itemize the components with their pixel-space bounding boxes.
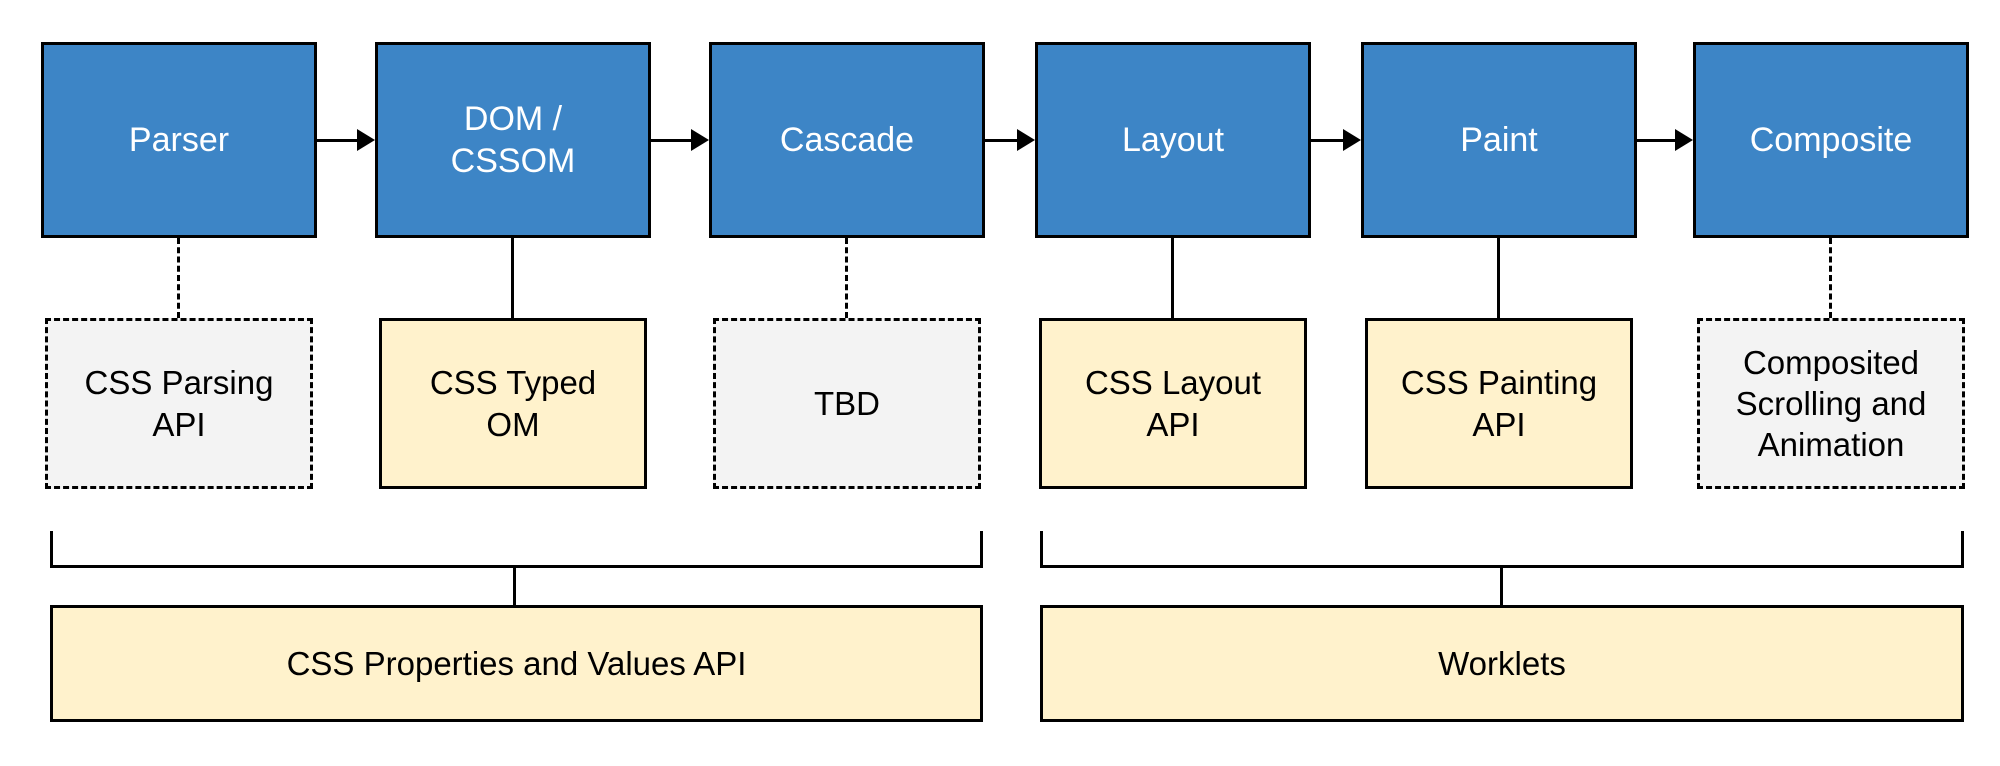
connector-dom-typed-om xyxy=(511,238,514,318)
api-box-css-layout: CSS Layout API xyxy=(1039,318,1307,489)
arrow-head-icon xyxy=(1343,129,1361,151)
bracket-stem xyxy=(513,568,516,605)
api-label-css-typed-om: CSS Typed OM xyxy=(429,364,597,443)
stage-label-layout: Layout xyxy=(1121,120,1225,159)
api-label-tbd: TBD xyxy=(814,384,880,422)
arrow-shaft xyxy=(651,138,695,142)
arrow-shaft xyxy=(1311,138,1347,142)
stage-box-paint: Paint xyxy=(1361,42,1637,238)
stage-box-cascade: Cascade xyxy=(709,42,985,238)
arrow-shaft xyxy=(985,138,1021,142)
bracket-tick xyxy=(980,531,983,568)
stage-label-composite: Composite xyxy=(1749,120,1913,159)
connector-cascade-tbd xyxy=(845,238,848,318)
arrow-head-icon xyxy=(691,129,709,151)
arrow-head-icon xyxy=(1017,129,1035,151)
api-box-css-painting: CSS Painting API xyxy=(1365,318,1633,489)
bracket-tick xyxy=(50,531,53,568)
stage-label-parser: Parser xyxy=(128,120,230,159)
stage-label-paint: Paint xyxy=(1460,120,1538,159)
stage-box-parser: Parser xyxy=(41,42,317,238)
bracket-tick xyxy=(1961,531,1964,568)
group-box-properties-values-api: CSS Properties and Values API xyxy=(50,605,983,722)
api-box-css-typed-om: CSS Typed OM xyxy=(379,318,647,489)
arrow-head-icon xyxy=(1675,129,1693,151)
stage-label-dom-cssom: DOM / CSSOM xyxy=(450,99,576,181)
flow-arrow-parser-to-dom xyxy=(317,129,375,151)
arrow-shaft xyxy=(317,138,361,142)
bracket-tick xyxy=(1040,531,1043,568)
flow-arrow-paint-to-composite xyxy=(1637,129,1693,151)
bracket-stem xyxy=(1500,568,1503,605)
stage-box-layout: Layout xyxy=(1035,42,1311,238)
connector-paint-painting-api xyxy=(1497,238,1500,318)
group-box-worklets: Worklets xyxy=(1040,605,1964,722)
api-box-composited-scrolling: Composited Scrolling and Animation xyxy=(1697,318,1965,489)
arrow-head-icon xyxy=(357,129,375,151)
api-box-tbd: TBD xyxy=(713,318,981,489)
group-label-worklets: Worklets xyxy=(1438,644,1566,682)
arrow-shaft xyxy=(1637,138,1679,142)
bracket-line xyxy=(1040,565,1964,568)
api-label-css-painting: CSS Painting API xyxy=(1400,364,1598,443)
api-box-css-parsing: CSS Parsing API xyxy=(45,318,313,489)
connector-parser-parsing-api xyxy=(177,238,180,318)
api-label-composited-scrolling: Composited Scrolling and Animation xyxy=(1735,343,1927,464)
group-label-properties-values-api: CSS Properties and Values API xyxy=(286,644,747,682)
connector-composite-compositing xyxy=(1829,238,1832,318)
flow-arrow-layout-to-paint xyxy=(1311,129,1361,151)
flow-arrow-cascade-to-layout xyxy=(985,129,1035,151)
stage-label-cascade: Cascade xyxy=(779,120,915,159)
api-label-css-parsing: CSS Parsing API xyxy=(84,364,274,443)
group-bracket-left xyxy=(50,531,983,605)
group-bracket-right xyxy=(1040,531,1964,605)
stage-box-dom-cssom: DOM / CSSOM xyxy=(375,42,651,238)
stage-box-composite: Composite xyxy=(1693,42,1969,238)
connector-layout-layout-api xyxy=(1171,238,1174,318)
bracket-line xyxy=(50,565,983,568)
flow-arrow-dom-to-cascade xyxy=(651,129,709,151)
api-label-css-layout: CSS Layout API xyxy=(1084,364,1262,443)
